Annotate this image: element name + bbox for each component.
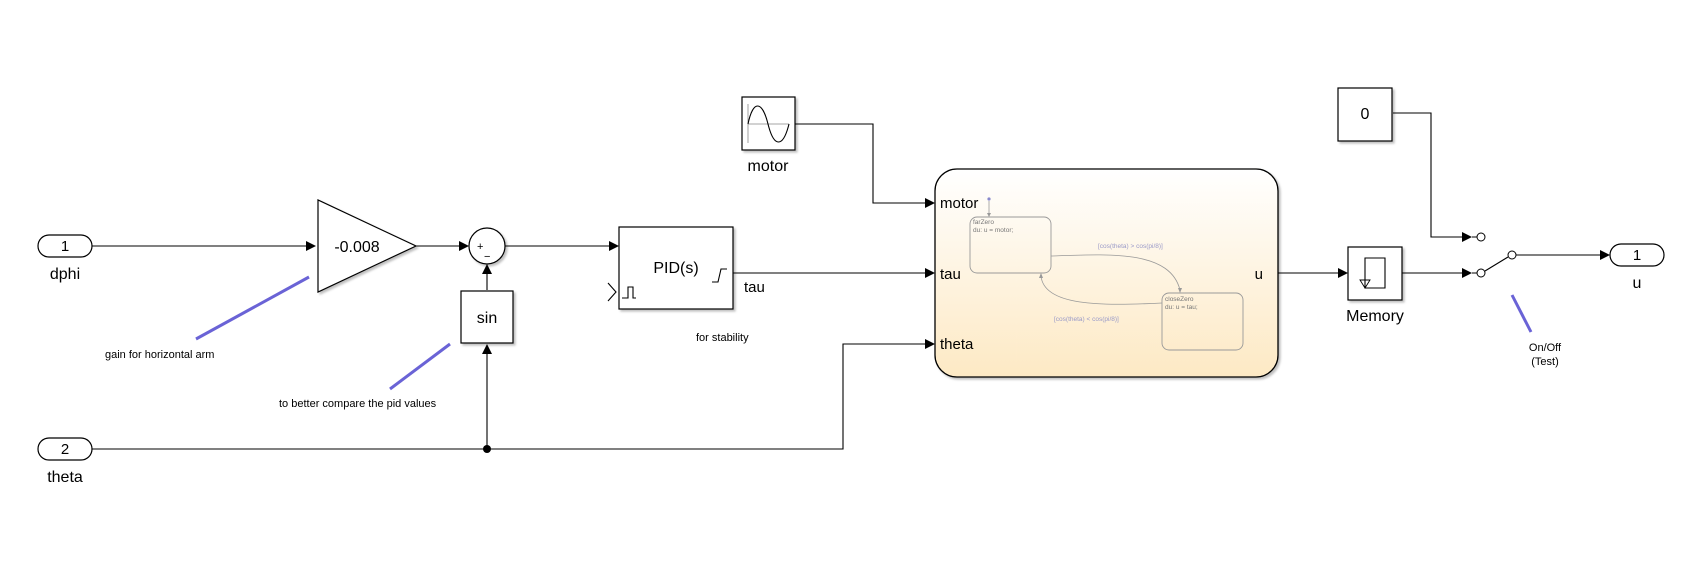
transition-to-closezero: [cos(theta) > cos(pi/8)]	[1098, 243, 1163, 250]
constant-block[interactable]	[1337, 87, 1393, 142]
state-closezero-name: closeZero	[1165, 296, 1194, 303]
annotation-sin-note: to better compare the pid values	[279, 398, 437, 410]
step-icon	[712, 268, 727, 283]
signal-lines	[92, 112, 1610, 453]
chart-input-tau: tau	[940, 266, 961, 283]
state-farzero-action: du: u = motor;	[973, 227, 1013, 234]
inport-name: theta	[47, 469, 83, 486]
outport-number: 1	[1633, 247, 1641, 264]
chart-preview: farZero du: u = motor; closeZero du: u =…	[969, 197, 1244, 351]
constant-value: 0	[1361, 106, 1370, 123]
manual-switch-block[interactable]	[1472, 232, 1520, 278]
annotation-line-gain	[195, 275, 310, 341]
annotation-switch-note-line1: On/Off	[1529, 342, 1562, 354]
sum-minus-sign: −	[484, 251, 490, 263]
pid-label: PID(s)	[653, 260, 698, 277]
inport-theta[interactable]: 2 theta	[37, 437, 93, 486]
sin-block[interactable]	[460, 290, 514, 344]
branch-point	[483, 445, 491, 453]
sin-label: sin	[477, 310, 497, 327]
pid-controller-block[interactable]	[618, 226, 734, 310]
chart-output-u: u	[1255, 266, 1263, 283]
outport-name: u	[1633, 275, 1642, 292]
memory-name: Memory	[1346, 308, 1404, 325]
annotation-line-sin	[389, 342, 451, 391]
chart-input-motor: motor	[940, 195, 978, 212]
state-closezero-action: du: u = tau;	[1165, 304, 1198, 311]
sine-wave-block[interactable]	[741, 96, 796, 151]
gain-value: -0.008	[334, 239, 379, 256]
inport-number: 2	[61, 441, 69, 458]
state-farzero	[969, 216, 1052, 274]
transition-to-farzero: [cos(theta) < cos(pi/8)]	[1054, 316, 1119, 323]
annotation-pid-note: for stability	[696, 332, 749, 344]
sine-wave-icon	[747, 104, 790, 143]
annotation-line-switch	[1510, 294, 1533, 333]
gain-block[interactable]	[317, 199, 418, 293]
sum-block[interactable]	[468, 227, 506, 265]
inport-dphi[interactable]: 1 dphi	[37, 234, 93, 283]
reset-port-chevron-icon	[607, 282, 617, 302]
annotation-gain-note: gain for horizontal arm	[105, 349, 214, 361]
outport-u[interactable]: 1 u	[1609, 243, 1665, 292]
wire-theta-trunk[interactable]	[92, 343, 925, 450]
memory-icon	[1359, 257, 1386, 289]
wire-motor-to-chart[interactable]	[795, 123, 925, 204]
sine-source-name: motor	[748, 158, 790, 175]
inport-name: dphi	[50, 266, 80, 283]
inport-number: 1	[61, 238, 69, 255]
stateflow-chart-block[interactable]	[934, 168, 1279, 378]
state-farzero-name: farZero	[973, 219, 994, 226]
wire-constant-to-switch[interactable]	[1393, 112, 1462, 238]
annotation-switch-note-line2: (Test)	[1531, 356, 1559, 368]
pid-output-label: tau	[744, 279, 765, 296]
state-closezero	[1161, 292, 1244, 351]
memory-block[interactable]	[1347, 246, 1403, 301]
sum-plus-sign: +	[477, 241, 483, 253]
pulse-icon	[622, 286, 636, 299]
default-transition-dot	[987, 197, 991, 201]
chart-input-theta: theta	[940, 336, 974, 353]
